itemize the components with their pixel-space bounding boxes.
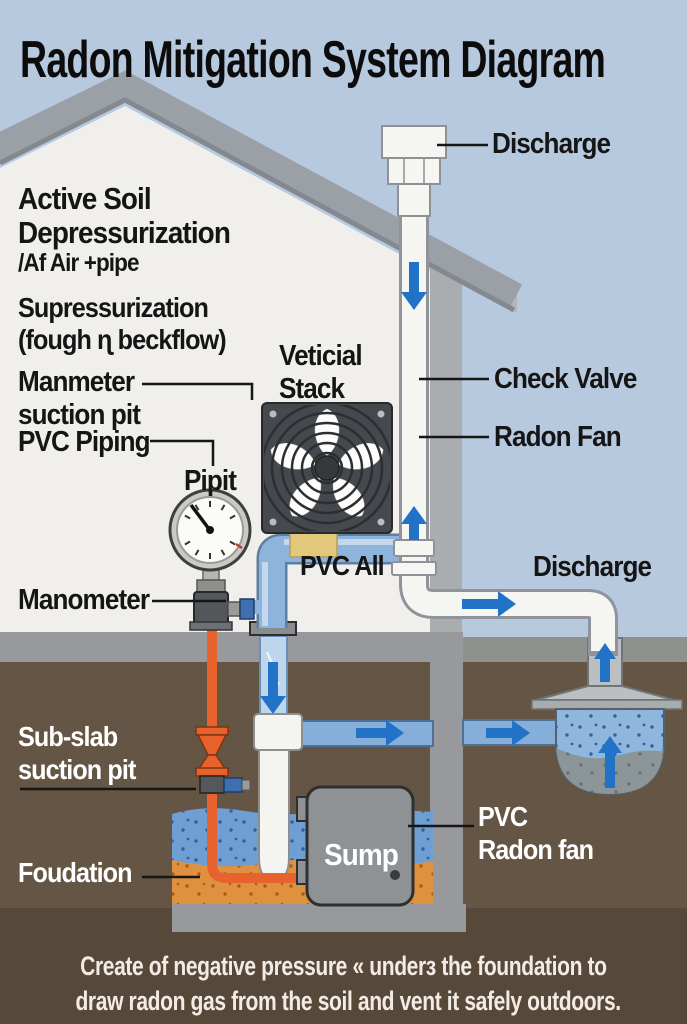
label-check-valve: Check Valve <box>494 363 637 395</box>
label-pvc-radon-line1: PVC <box>478 801 528 832</box>
label-pvc-all: PVC All <box>300 550 385 581</box>
label-vertical-stack-line1: Veticial <box>279 340 363 372</box>
flow-arrow-up-funnel <box>594 643 616 682</box>
label-active-soil-line2: Depressurization <box>18 215 231 250</box>
flow-arrows <box>260 262 622 788</box>
label-pvc-piping: PVC Piping <box>18 426 151 458</box>
interior-suction-pipe <box>252 529 402 628</box>
radon-fan-graphic <box>261 402 393 534</box>
label-subslab-line2: suction pit <box>18 754 136 785</box>
foundation-footing <box>172 904 466 932</box>
label-supressurization-line2: (fough ɳ beckflow) <box>18 324 227 355</box>
flow-arrow-up-dome <box>598 736 622 788</box>
label-manmeter-line1: Manmeter <box>18 366 135 398</box>
flow-arrow-right-subslab <box>356 720 404 746</box>
page-title: Radon Mitigation System Diagram <box>20 31 606 89</box>
label-sump: Sump <box>324 837 399 872</box>
flow-arrow-right-discharge <box>462 591 516 617</box>
label-pvc-radon-line2: Radon fan <box>478 834 594 865</box>
label-vertical-stack-line2: Stack <box>279 373 345 405</box>
caption-line1: Create of negative pressure « underɜ the… <box>80 951 607 981</box>
flow-arrow-right-pit-pipe <box>486 720 530 746</box>
flow-arrow-down-stack <box>401 262 427 310</box>
label-radon-fan: Radon Fan <box>494 421 622 453</box>
label-active-soil-line1: Active Soil <box>18 181 152 216</box>
flow-arrow-up-stack <box>401 506 427 540</box>
flow-arrow-down-subslab <box>260 662 286 714</box>
label-manmeter-line2: suction pit <box>18 399 141 431</box>
discharge-cap-graphic <box>381 125 447 217</box>
suction-pit-valve-line <box>195 628 307 883</box>
label-foundation: Foudation <box>18 857 133 888</box>
label-manometer: Manometer <box>18 584 150 616</box>
label-supressurization-line1: Supressurization <box>18 292 209 323</box>
caption-line2: draw radon gas from the soil and vent it… <box>75 986 621 1016</box>
leader-lines <box>20 143 489 879</box>
label-subslab-line1: Sub-slab <box>18 721 118 752</box>
label-discharge-side: Discharge <box>533 551 652 583</box>
label-pipit: Pipit <box>184 465 237 497</box>
sump-pump-graphic <box>296 785 415 907</box>
label-air-pipe: /Af Air +pipe <box>18 249 140 277</box>
label-discharge-roof: Discharge <box>492 128 611 160</box>
